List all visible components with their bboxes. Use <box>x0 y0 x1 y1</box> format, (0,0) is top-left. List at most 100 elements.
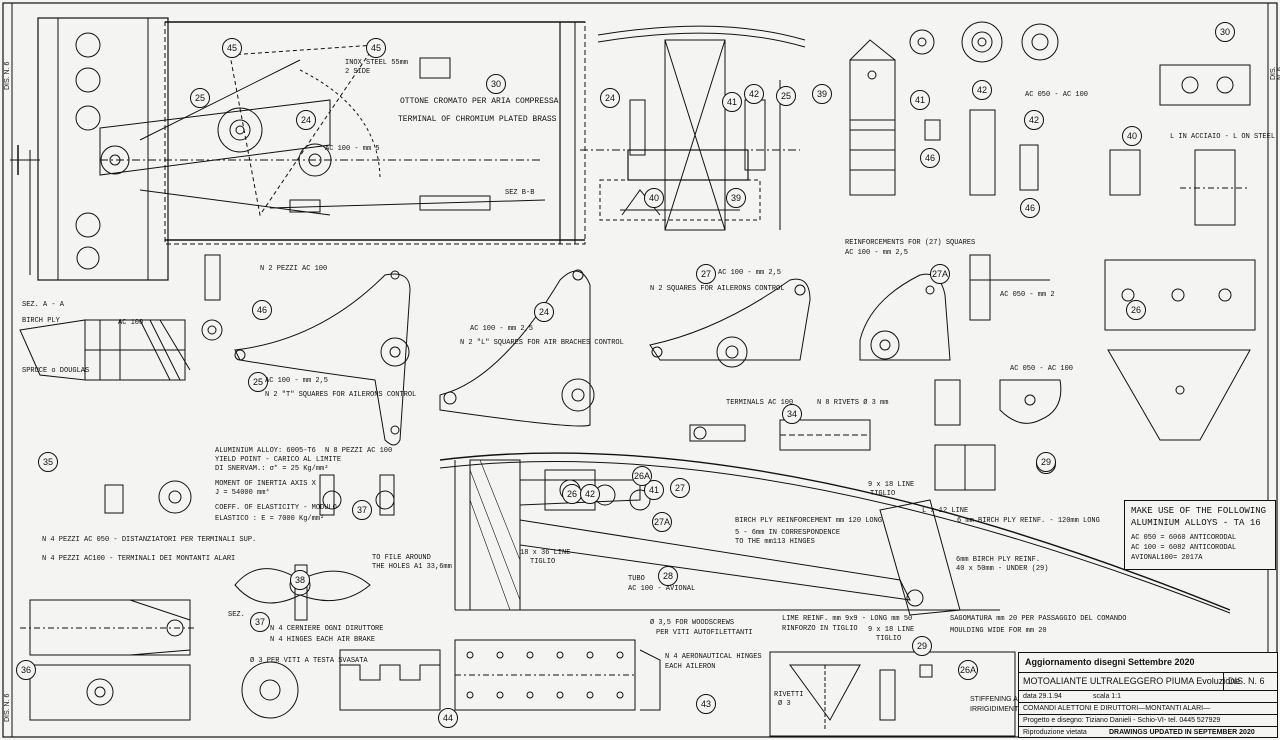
callout-bubble: 37 <box>352 500 372 520</box>
drawing-date: data 29.1.94 <box>1023 693 1062 700</box>
updated-notice: DRAWINGS UPDATED IN SEPTEMBER 2020 <box>1109 729 1255 736</box>
callout-bubble: 45 <box>222 38 242 58</box>
alloy-line: AVIONAL100= 2017A <box>1131 554 1203 562</box>
callout-bubble: 41 <box>722 92 742 112</box>
callout-bubble: 42 <box>580 484 600 504</box>
note-text: N 4 AERONAUTICAL HINGES <box>665 653 762 661</box>
note-text: 5 - 6mm IN CORRESPONDENCE <box>735 529 841 537</box>
title-block: Aggiornamento disegni Settembre 2020 MOT… <box>1018 652 1278 738</box>
note-text: TUBO <box>628 575 645 583</box>
note-text: TIGLIO <box>530 558 556 566</box>
callout-bubble: 26 <box>562 484 582 504</box>
callout-bubble: 26 <box>1126 300 1146 320</box>
callout-bubble: 41 <box>910 90 930 110</box>
note-text: N 2 "T" SQUARES FOR AILERONS CONTROL <box>265 391 417 399</box>
section-a-a <box>19 319 191 381</box>
drawing-scale: scala 1:1 <box>1093 693 1122 700</box>
note-text: L x 12 LINE <box>922 507 969 515</box>
note-text: J = 54000 mm⁴ <box>215 489 270 497</box>
note-text: N 4 CERNIERE OGNI DIRUTTORE <box>270 625 384 633</box>
drawing-number-tag: DIS. N. 6 <box>4 61 11 90</box>
note-text: 40 x 50mm - UNDER (29) <box>956 565 1049 573</box>
callout-bubble: 43 <box>696 694 716 714</box>
callout-bubble: 25 <box>776 86 796 106</box>
callout-bubble: 29 <box>1036 452 1056 472</box>
reproduction-notice: Riproduzione vietata <box>1023 729 1087 736</box>
alloy-line: ALUMINIUM ALLOYS - TA 16 <box>1131 518 1261 528</box>
note-text: AC 100 - mm 2,5 <box>265 377 329 385</box>
note-text: EACH AILERON <box>665 663 716 671</box>
callout-bubble: 29 <box>912 636 932 656</box>
note-text: LIME REINF. mm 9x9 - LONG mm 50 <box>782 615 913 623</box>
alloy-line: MAKE USE OF THE FOLLOWING <box>1131 506 1267 516</box>
callout-bubble: 41 <box>644 480 664 500</box>
note-text: N 4 HINGES EACH AIR BRAKE <box>270 636 376 644</box>
fitting-36 <box>20 599 195 721</box>
note-text: SEZ. A - A <box>22 301 65 309</box>
note-text: AC 100 - mm 2,5 <box>718 269 782 277</box>
callout-bubble: 27A <box>930 264 950 284</box>
note-text: AC 050 - AC 100 <box>1010 365 1074 373</box>
note-text: AC 100 - mm 2,5 <box>845 249 909 257</box>
wing-strut-assembly <box>439 452 1231 616</box>
callout-bubble: 39 <box>726 188 746 208</box>
title-block-row: data 29.1.94 scala 1:1 <box>1019 691 1277 703</box>
note-text: BIRCH PLY <box>22 317 60 325</box>
note-text: 9 x 18 LINE <box>868 481 915 489</box>
fitting-26a-view <box>769 651 1016 737</box>
note-text: YIELD POINT - CARICO AL LIMITE <box>215 456 342 464</box>
stiffening-label: IRRIGIDIMENTO <box>970 706 1024 713</box>
drawing-number: DIS. N. 6 <box>1223 673 1269 690</box>
title-block-row: Aggiornamento disegni Settembre 2020 <box>1019 653 1277 673</box>
callout-bubble: 46 <box>252 300 272 320</box>
callout-bubble: 28 <box>658 566 678 586</box>
note-text: AC 100 - mm 5 <box>325 145 380 153</box>
note-text: RIVETTI <box>774 691 804 699</box>
callout-bubble: 24 <box>534 302 554 322</box>
rib-section-view <box>580 25 806 231</box>
callout-bubble: 40 <box>644 188 664 208</box>
small-parts <box>104 474 395 621</box>
note-text: TERMINALS AC 100 <box>726 399 794 407</box>
title-block-row: COMANDI ALETTONI E DIRUTTORI—MONTANTI AL… <box>1019 703 1277 715</box>
note-text: AC 050 - mm 2 <box>1000 291 1055 299</box>
drawing-number-tag: DIS. N. 6 <box>4 693 11 722</box>
title-block-row: Progetto e disegno: Tiziano Danieli - Sc… <box>1019 715 1277 727</box>
note-text: N 4 PEZZI AC 050 - DISTANZIATORI PER TER… <box>42 536 257 544</box>
alloy-line: AC 050 = 6060 ANTICORODAL <box>1131 534 1237 542</box>
callout-bubble: 42 <box>1024 110 1044 130</box>
note-text: SEZ. <box>228 611 245 619</box>
callout-bubble: 30 <box>486 74 506 94</box>
note-text: INOX STEEL 55mm <box>345 59 409 67</box>
callout-bubble: 37 <box>250 612 270 632</box>
designer-credit: Progetto e disegno: Tiziano Danieli - Sc… <box>1023 717 1221 724</box>
note-text: MOMENT OF INERTIA AXIS X <box>215 480 316 488</box>
note-text: SPRUCE o DOUGLAS <box>22 367 90 375</box>
callout-bubble: 36 <box>16 660 36 680</box>
project-title: MOTOALIANTE ULTRALEGGERO PIUMA Evoluzion… <box>1023 676 1241 686</box>
note-text: THE HOLES A1 33,6mm <box>372 563 452 571</box>
note-text: AC 100 <box>118 319 144 327</box>
callout-bubble: 35 <box>38 452 58 472</box>
alloy-legend-box: MAKE USE OF THE FOLLOWING ALUMINIUM ALLO… <box>1124 500 1276 570</box>
callout-bubble: 27A <box>652 512 672 532</box>
fittings-top-right <box>849 21 1251 226</box>
note-text: Ø 3 PER VITI A TESTA SVASATA <box>250 657 368 665</box>
note-text: L IN ACCIAIO - L ON STEEL <box>1170 133 1276 141</box>
note-text: AC 100 - AVIONAL <box>628 585 696 593</box>
callout-bubble: 46 <box>920 148 940 168</box>
terminals <box>689 419 871 451</box>
wing-root-assembly <box>10 17 586 281</box>
title-block-row: MOTOALIANTE ULTRALEGGERO PIUMA Evoluzion… <box>1019 673 1277 691</box>
control-squares <box>201 254 1256 491</box>
callout-bubble: 24 <box>296 110 316 130</box>
note-text: 6mm BIRCH PLY REINF. <box>956 556 1041 564</box>
note-text: N 8 PEZZI AC 100 <box>325 447 393 455</box>
callout-bubble: 26A <box>958 660 978 680</box>
note-text: RINFORZO IN TIGLIO <box>782 625 858 633</box>
callout-bubble: 46 <box>1020 198 1040 218</box>
stiffening-label: STIFFENING ACCE <box>970 696 1033 703</box>
callout-bubble: 44 <box>438 708 458 728</box>
note-text: 2 SIDE <box>345 68 371 76</box>
callout-bubble: 27 <box>670 478 690 498</box>
